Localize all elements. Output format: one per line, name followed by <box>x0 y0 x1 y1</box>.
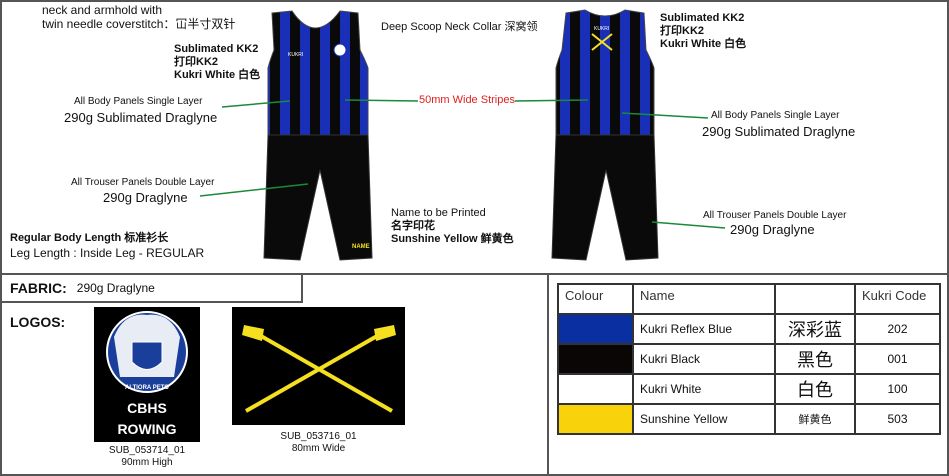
front-top <box>267 10 369 136</box>
front-print-note: Kukri White 白色 <box>174 69 261 81</box>
back-print-note: 打印KK2 <box>660 25 705 37</box>
svg-text:NAME: NAME <box>352 244 370 250</box>
stripes-note: 50mm Wide Stripes <box>419 94 515 106</box>
colour-chinese: 深彩蓝 <box>774 313 856 345</box>
back-trouser-panels-fabric: 290g Draglyne <box>730 222 815 237</box>
colour-chinese: 黑色 <box>774 343 856 375</box>
fabric-box: FABRIC: 290g Draglyne <box>2 275 303 303</box>
colour-table: Colour Name Kukri Code Kukri Reflex Blue… <box>557 283 941 435</box>
colour-chinese: 白色 <box>774 373 856 405</box>
svg-text:ALTIORA PETO: ALTIORA PETO <box>125 385 169 391</box>
back-body-panels-fabric: 290g Sublimated Draglyne <box>702 124 856 139</box>
logo-code: SUB_053714_01 <box>108 445 186 456</box>
front-shorts <box>263 134 373 261</box>
colour-code: 001 <box>854 343 941 375</box>
colour-code: 100 <box>854 373 941 405</box>
svg-text:CBHS: CBHS <box>127 400 167 416</box>
name-print-note: Sunshine Yellow 鲜黄色 <box>391 233 514 245</box>
name-print-note: 名字印花 <box>391 220 435 232</box>
colour-name: Kukri Reflex Blue <box>632 313 776 345</box>
name-print-note: Name to be Printed <box>391 207 486 219</box>
fabric-label: FABRIC: <box>10 280 67 296</box>
neck-note: twin needle coverstitch：冚半寸双针 <box>42 17 236 31</box>
trouser-panels-fabric: 290g Draglyne <box>103 190 188 205</box>
back-top <box>555 9 655 136</box>
neck-note: neck and armhold with <box>42 3 163 17</box>
trouser-panels-note: All Trouser Panels Double Layer <box>71 177 215 188</box>
back-shorts <box>551 134 659 261</box>
leg-length-note: Leg Length : Inside Leg - REGULAR <box>10 246 205 260</box>
svg-text:KUKRI: KUKRI <box>288 52 303 58</box>
colour-code: 202 <box>854 313 941 345</box>
logos-label: LOGOS: <box>10 314 66 330</box>
back-garment: KUKRI <box>551 9 659 261</box>
back-print-note: Kukri White 白色 <box>660 38 747 50</box>
crossed-oars-icon <box>242 325 396 413</box>
colour-swatch <box>557 313 634 345</box>
divider <box>547 273 549 476</box>
divider <box>0 273 949 275</box>
colour-name: Kukri White <box>632 373 776 405</box>
body-panels-fabric: 290g Sublimated Draglyne <box>64 110 218 125</box>
front-print-note: 打印KK2 <box>174 56 219 68</box>
header-colour: Colour <box>557 283 634 315</box>
svg-text:KUKRI: KUKRI <box>594 26 609 32</box>
colour-name: Sunshine Yellow <box>632 403 776 435</box>
header-chinese <box>774 283 856 315</box>
back-body-panels-note: All Body Panels Single Layer <box>711 110 840 121</box>
colour-code: 503 <box>854 403 941 435</box>
header-code: Kukri Code <box>854 283 941 315</box>
colour-chinese: 鲜黄色 <box>774 403 856 435</box>
fabric-value: 290g Draglyne <box>76 281 155 295</box>
collar-note: Deep Scoop Neck Collar 深窝领 <box>381 21 538 33</box>
crossed-oars-logo <box>232 307 405 425</box>
back-print-note: Sublimated KK2 <box>660 12 745 24</box>
colour-swatch <box>557 373 634 405</box>
header-name: Name <box>632 283 776 315</box>
cbhs-rowing-logo: ALTIORA PETO CBHS ROWING <box>94 307 200 442</box>
body-length-note: Regular Body Length 标准衫长 <box>10 232 169 244</box>
garment-illustrations: KUKRI NAME KUKRI <box>199 9 726 261</box>
logo-size: 90mm High <box>121 457 173 468</box>
colour-name: Kukri Black <box>632 343 776 375</box>
table-header: Colour Name Kukri Code <box>557 283 941 315</box>
logo-code: SUB_053716_01 <box>280 431 357 442</box>
back-trouser-panels-note: All Trouser Panels Double Layer <box>703 210 847 221</box>
leader-lines <box>199 99 726 229</box>
front-garment: KUKRI NAME <box>263 10 373 261</box>
crest-icon: ALTIORA PETO CBHS ROWING <box>106 311 188 437</box>
colour-swatch <box>557 403 634 435</box>
colour-swatch <box>557 343 634 375</box>
front-crest-icon <box>333 43 347 57</box>
svg-text:ROWING: ROWING <box>117 421 176 437</box>
logo-size: 80mm Wide <box>291 443 346 454</box>
body-panels-note: All Body Panels Single Layer <box>74 96 203 107</box>
front-print-note: Sublimated KK2 <box>174 43 259 55</box>
